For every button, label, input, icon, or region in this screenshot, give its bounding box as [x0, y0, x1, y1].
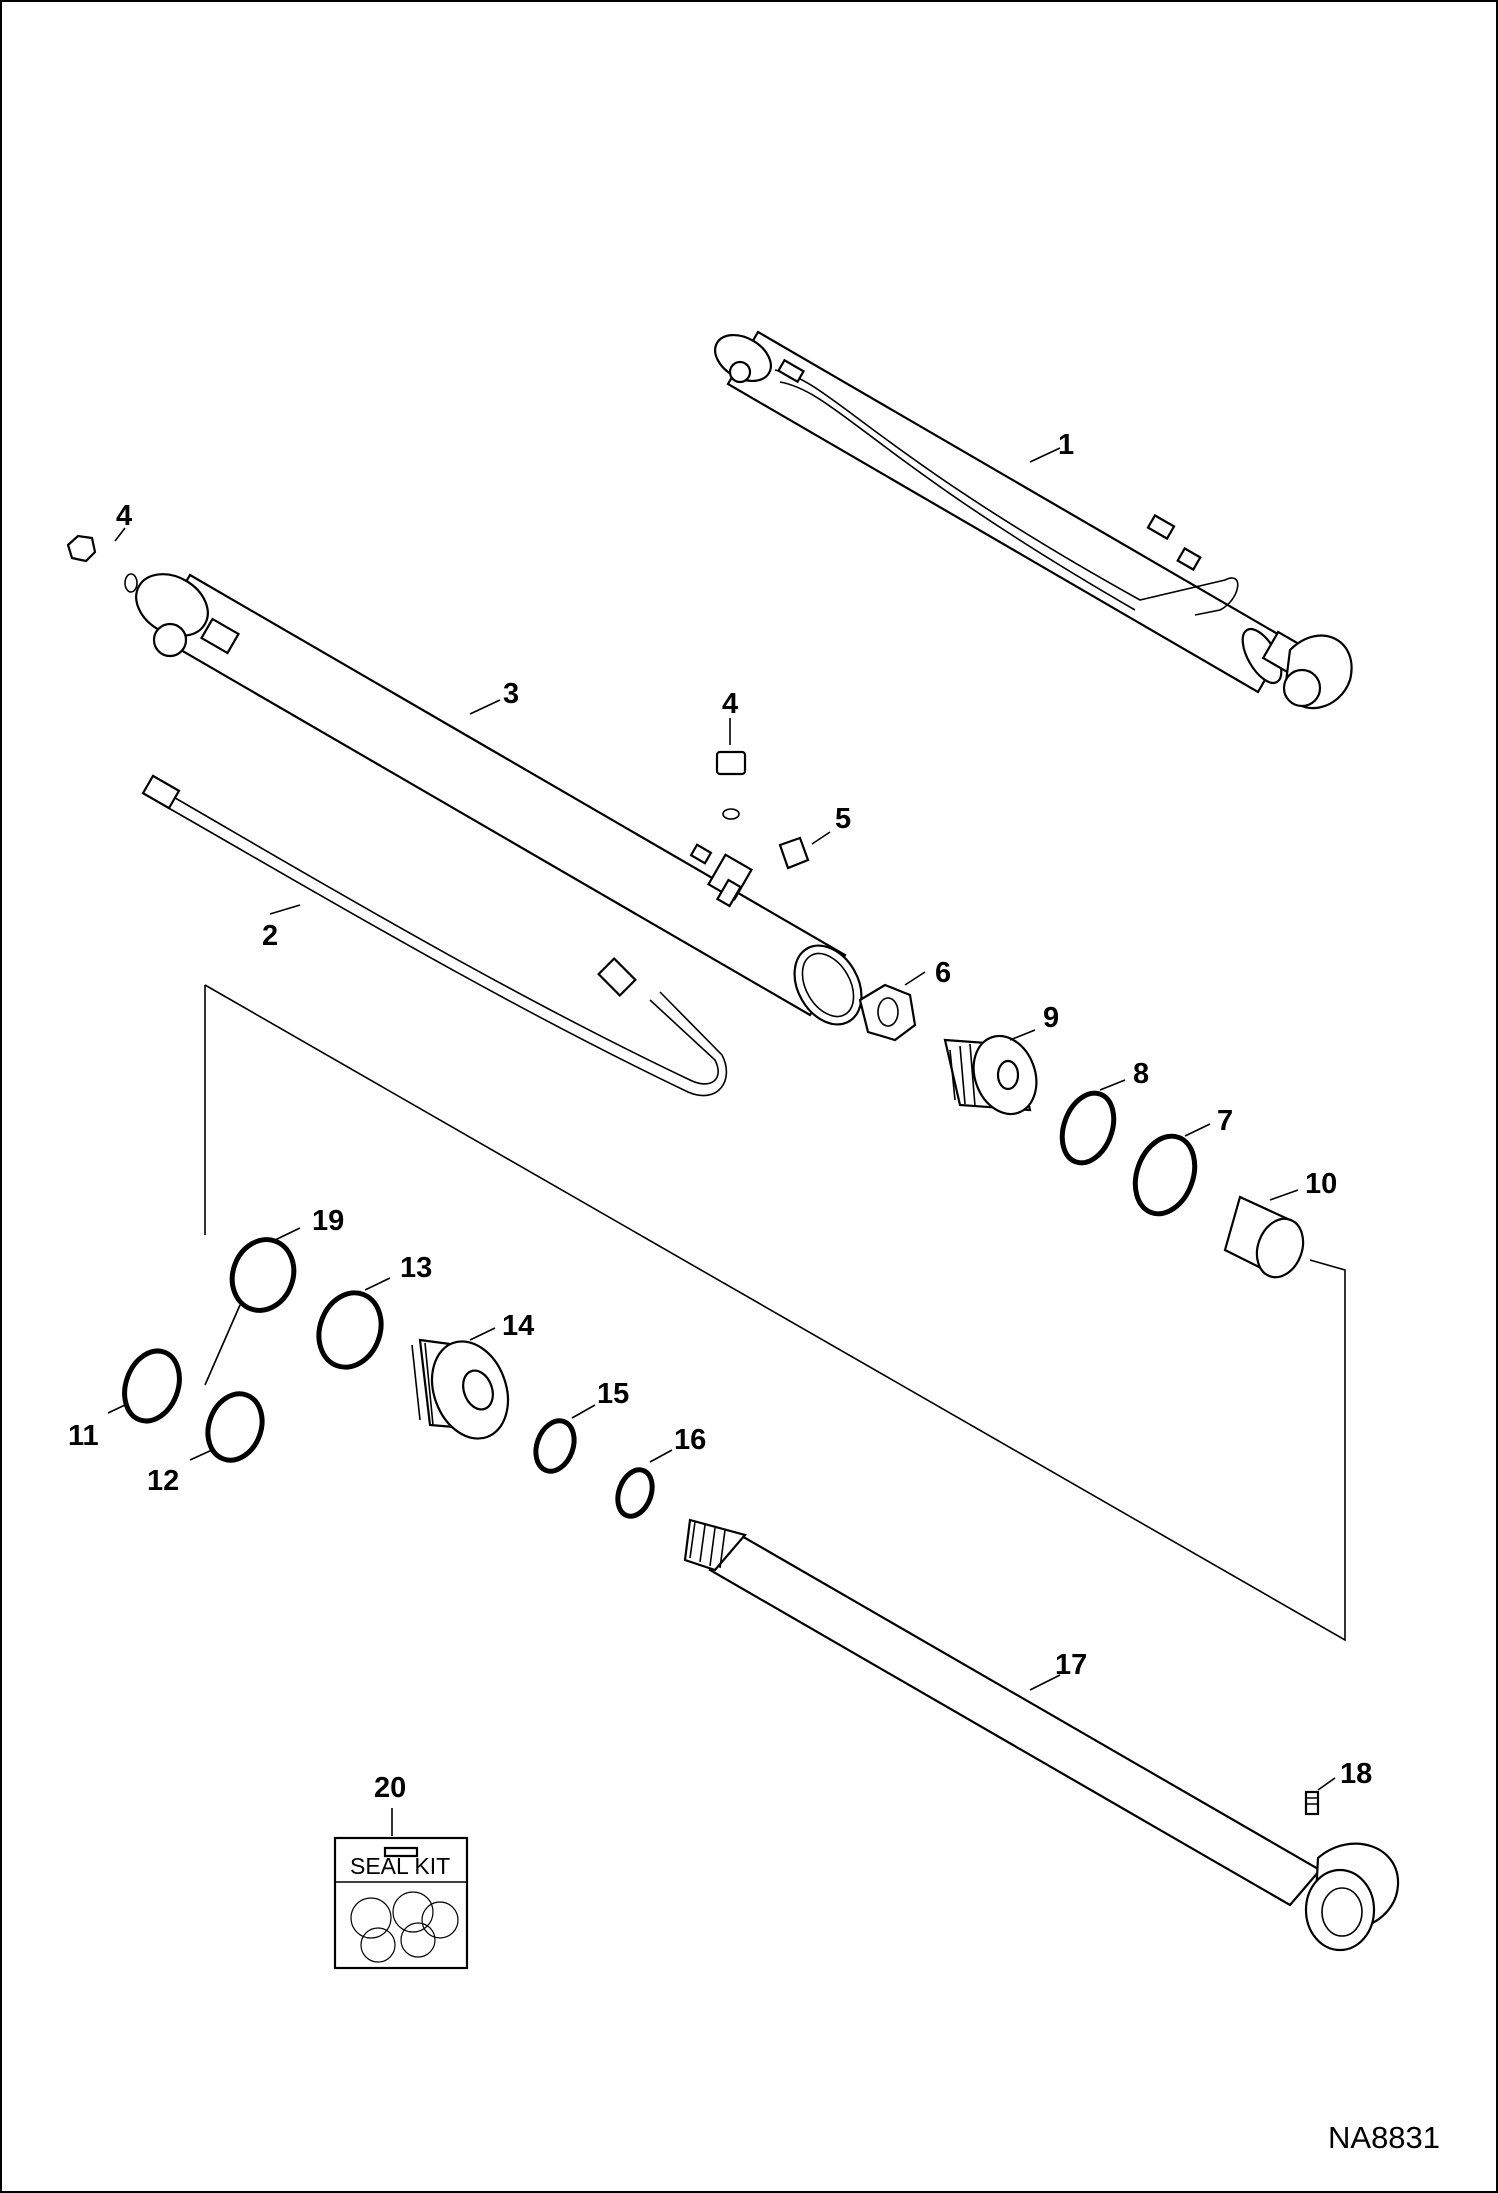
callout-1: 1 [1058, 429, 1074, 461]
callout-15: 15 [597, 1378, 629, 1410]
part-18-grease-fitting [1304, 1790, 1320, 1816]
callout-4-left: 4 [116, 500, 132, 532]
part-15-wiper [533, 1418, 577, 1474]
callout-14: 14 [502, 1310, 534, 1342]
callout-8: 8 [1133, 1058, 1149, 1090]
callout-9: 9 [1043, 1002, 1059, 1034]
part-12-seal [205, 1391, 265, 1463]
leader-lines [107, 447, 1336, 1836]
callout-4-middle: 4 [722, 688, 738, 720]
callout-3: 3 [503, 678, 519, 710]
part-14-head [411, 1338, 510, 1440]
drawing-id: NA8831 [1328, 2120, 1440, 2155]
callout-11: 11 [68, 1420, 99, 1452]
part-8-seal [1059, 1090, 1117, 1166]
part-4-plug-middle [715, 750, 747, 820]
callouts: 1 2 3 4 4 5 6 7 8 9 10 11 12 13 14 15 16… [68, 429, 1372, 1804]
part-2-hydraulic-tube [141, 774, 728, 1097]
part-13-seal [316, 1290, 384, 1370]
callout-19: 19 [312, 1205, 344, 1237]
part-10-spacer [1223, 1195, 1305, 1279]
callout-18: 18 [1340, 1758, 1372, 1790]
seal-kit-label: SEAL KIT [350, 1853, 450, 1879]
callout-6: 6 [935, 957, 951, 989]
callout-20: 20 [374, 1772, 406, 1804]
leader-19 [204, 1304, 241, 1386]
part-5-clip [778, 836, 810, 870]
part-1-cylinder-assembly [714, 330, 1353, 710]
callout-2: 2 [262, 920, 278, 952]
part-4-plug-left [66, 534, 138, 593]
callout-7: 7 [1217, 1105, 1233, 1137]
assembly-outline [204, 984, 1346, 1642]
part-6-nut [858, 983, 917, 1042]
callout-16: 16 [674, 1424, 706, 1456]
callout-5: 5 [835, 803, 851, 835]
callout-10: 10 [1305, 1168, 1337, 1200]
part-11-seal [122, 1348, 182, 1424]
part-9-piston [943, 1034, 1038, 1116]
part-7-seal [1132, 1133, 1198, 1217]
part-16-wiper [615, 1467, 655, 1519]
callout-12: 12 [147, 1465, 179, 1497]
callout-13: 13 [400, 1252, 432, 1284]
callout-17: 17 [1055, 1649, 1087, 1681]
part-19-seal [229, 1237, 297, 1313]
part-17-rod [683, 1518, 1400, 1952]
part-3-barrel [135, 573, 863, 1026]
part-20-seal-kit [333, 1836, 469, 1970]
